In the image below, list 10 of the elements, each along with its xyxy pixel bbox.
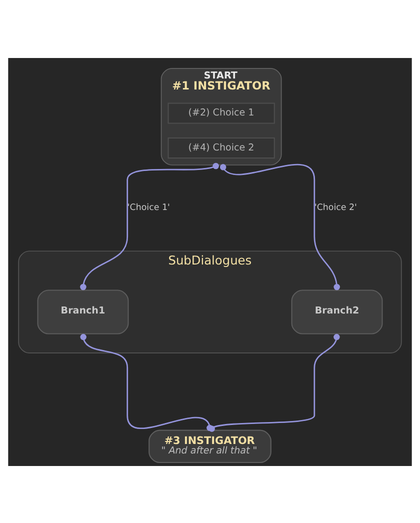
edge-label: 'Choice 2'	[314, 202, 357, 213]
connector	[220, 164, 340, 290]
connector	[208, 333, 340, 432]
node-box: Branch2	[291, 289, 383, 334]
node-box: (#2) Choice 1	[168, 102, 275, 124]
edge-label: 'Choice 1'	[127, 202, 170, 213]
node-box: (#4) Choice 2	[168, 137, 275, 158]
connector	[80, 162, 219, 290]
node-box: Branch1	[37, 289, 129, 334]
node-box: #3 INSTIGATOR " And after all that "	[148, 429, 272, 463]
